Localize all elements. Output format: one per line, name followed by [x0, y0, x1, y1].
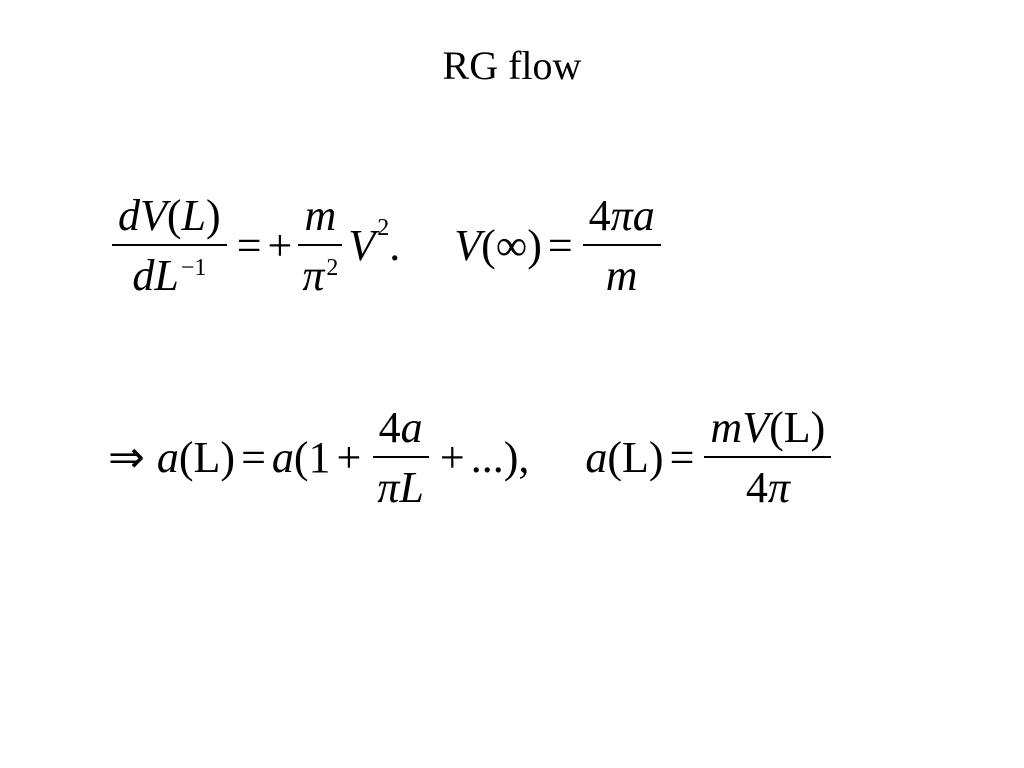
symbol-d: d: [132, 251, 155, 300]
equation-scattering-length: ⇒ a (L) = a (1 + 4 a π L + ...), a (L) =…: [108, 404, 835, 512]
equation-rg-flow: d V ( L ) d L −1 = + m π 2 V 2 . V (∞) =…: [108, 192, 665, 300]
symbol-pi: π: [377, 463, 400, 512]
symbol-a: a: [585, 433, 608, 482]
symbol-L: L: [154, 251, 179, 300]
fraction-numerator: d V ( L ): [112, 192, 227, 246]
equals-sign: =: [236, 221, 262, 270]
fraction-4pia-over-m: 4 π a m: [582, 191, 661, 300]
number-four: 4: [588, 191, 611, 240]
equals-sign: =: [669, 433, 695, 482]
symbol-a: a: [400, 403, 423, 452]
number-four: 4: [378, 403, 401, 452]
equals-sign: =: [547, 221, 573, 270]
implies-arrow: ⇒: [108, 433, 145, 482]
symbol-m: m: [710, 403, 743, 452]
fraction-numerator: m V (L): [704, 403, 832, 458]
fraction-denominator: m: [600, 246, 644, 300]
number-four: 4: [745, 463, 768, 512]
symbol-V: V: [348, 221, 376, 270]
paren-open: (: [166, 191, 182, 240]
symbol-a: a: [156, 433, 179, 482]
symbol-V: V: [742, 403, 770, 452]
slide-title: RG flow: [442, 43, 582, 88]
exponent-minus-one: −1: [180, 255, 207, 281]
fraction-denominator: 4 π: [740, 458, 796, 512]
exponent-two: 2: [326, 255, 339, 281]
symbol-m: m: [304, 191, 337, 240]
fraction-numerator: 4 a: [372, 403, 429, 458]
symbol-pi: π: [302, 251, 325, 300]
fraction-dV-dLinv: d V ( L ) d L −1: [112, 192, 227, 300]
paren-one: (1: [293, 433, 331, 482]
symbol-V: V: [454, 221, 482, 270]
symbol-pi: π: [767, 463, 790, 512]
argument-L: (L): [769, 403, 826, 452]
fraction-numerator: 4 π a: [582, 191, 661, 246]
plus-sign: +: [336, 433, 362, 482]
symbol-L: L: [181, 191, 207, 240]
ellipsis: ...),: [470, 433, 530, 482]
symbol-pi: π: [610, 191, 633, 240]
fraction-numerator: m: [298, 191, 343, 246]
symbol-a: a: [632, 191, 655, 240]
exponent-two: 2: [377, 215, 390, 241]
period: .: [389, 221, 401, 270]
symbol-d: d: [118, 191, 140, 240]
symbol-L: L: [399, 463, 424, 512]
fraction-denominator: π L: [371, 458, 430, 512]
plus-sign: +: [439, 433, 465, 482]
symbol-a: a: [271, 433, 294, 482]
symbol-m: m: [605, 251, 638, 300]
fraction-4a-over-piL: 4 a π L: [371, 404, 430, 512]
fraction-denominator: π 2: [296, 246, 344, 300]
paren-close: ): [206, 191, 221, 240]
argument-infinity: (∞): [481, 221, 542, 270]
fraction-mVL-over-4pi: m V (L) 4 π: [704, 403, 832, 512]
argument-L: (L): [607, 433, 664, 482]
fraction-m-over-pi2: m π 2: [296, 192, 344, 300]
argument-L: (L): [178, 433, 236, 482]
symbol-V: V: [140, 191, 167, 240]
plus-sign: +: [267, 221, 293, 270]
fraction-denominator: d L −1: [126, 246, 212, 300]
equals-sign: =: [241, 433, 266, 482]
